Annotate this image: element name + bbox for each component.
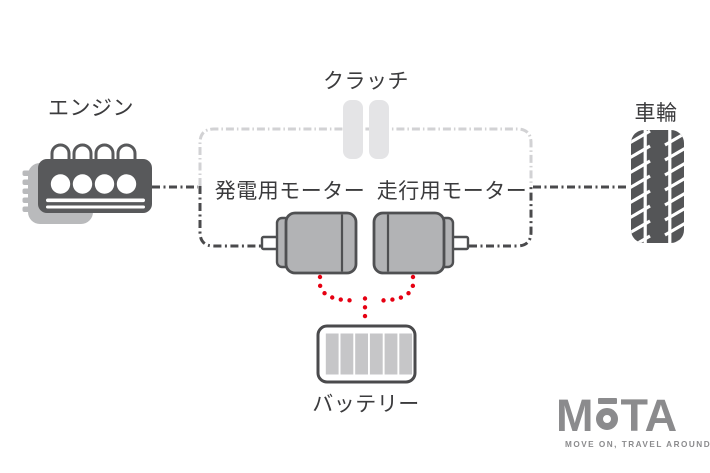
tire-treads-right (664, 130, 684, 243)
logo-o-bar-icon (597, 398, 617, 404)
wheel-label: 車輪 (634, 102, 678, 125)
clutch-label: クラッチ (323, 70, 409, 93)
generator-motor-label: 発電用モーター (214, 180, 366, 203)
logo-tagline: MOVE ON, TRAVEL AROUND (565, 440, 710, 449)
clutch-icon (343, 100, 389, 159)
logo-letter-m: M (556, 390, 594, 441)
engine-label: エンジン (48, 97, 134, 120)
battery-label: バッテリー (312, 393, 420, 416)
drive-motor-label: 走行用モーター (376, 180, 528, 203)
logo-o-ring-icon (595, 407, 618, 430)
battery-icon (316, 324, 417, 384)
electric-flow-dots (317, 274, 416, 325)
mota-logo-letters: M TA (556, 393, 710, 438)
tire-icon (631, 130, 684, 243)
logo-letters-ta: TA (620, 390, 678, 441)
engine-icon (22, 143, 152, 224)
mechanical-path-upper (198, 127, 533, 186)
mota-logo: M TA MOVE ON, TRAVEL AROUND (556, 393, 710, 449)
drive-motor-icon (372, 211, 470, 275)
tire-treads-left (631, 130, 651, 243)
generator-motor-icon (260, 211, 358, 275)
mechanical-path-lower (152, 185, 629, 248)
logo-o-glyph (595, 393, 619, 438)
